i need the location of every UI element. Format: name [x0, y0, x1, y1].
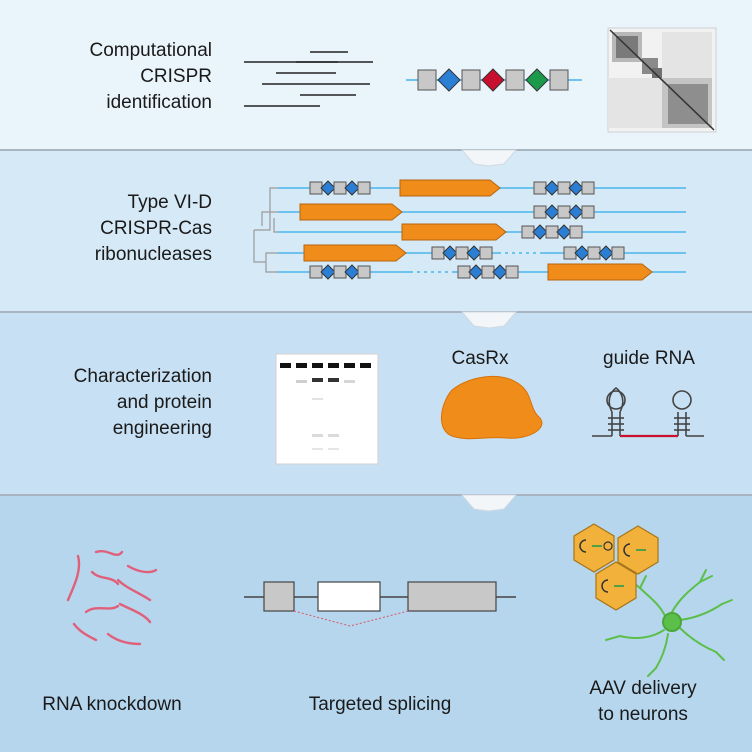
- label-line: Targeted splicing: [308, 694, 452, 715]
- spacer-diamond-red: [481, 68, 505, 92]
- label-line: identification: [106, 92, 212, 113]
- gel-image: [275, 353, 379, 465]
- flow-arrow-2: [460, 311, 518, 329]
- app-label-splicing: Targeted splicing: [282, 692, 478, 718]
- label-line: Computational: [89, 40, 212, 61]
- casrx-protein-blob: [441, 376, 543, 440]
- guide-rna-structure: [592, 387, 704, 438]
- label-line: Characterization: [73, 366, 212, 387]
- sequence-reads: [244, 51, 373, 107]
- spacer-diamond-blue: [437, 68, 461, 92]
- crispr-array: [406, 68, 582, 92]
- label-line: AAV delivery: [589, 678, 697, 699]
- neuron-icon: [605, 569, 733, 677]
- flow-arrow-3: [460, 494, 518, 512]
- exon-3: [407, 581, 497, 612]
- cas-gene: [399, 179, 501, 197]
- app-label-knockdown: RNA knockdown: [14, 692, 210, 718]
- locus-row-5: [278, 263, 686, 281]
- label-line: CRISPR: [140, 66, 212, 87]
- casrx-label: CasRx: [451, 348, 509, 369]
- splicing-diagram: [244, 581, 516, 627]
- similarity-matrix: [607, 27, 717, 133]
- locus-row-4: [278, 244, 686, 262]
- step-label-identification: Computational CRISPR identification: [20, 38, 212, 116]
- guide-rna-label: guide RNA: [603, 348, 695, 369]
- label-line: ribonucleases: [94, 244, 212, 265]
- aav-capsid-3: [595, 561, 637, 611]
- label-line: CRISPR-Cas: [100, 218, 212, 239]
- locus-row-2: [278, 203, 686, 221]
- aav-capsid-2: [617, 525, 659, 575]
- locus-row-1: [278, 179, 686, 197]
- step-label-engineering: Characterization and protein engineering: [20, 364, 212, 442]
- exon-1: [263, 581, 295, 612]
- spacer-diamond-green: [525, 68, 549, 92]
- phylo-tree: [253, 187, 286, 273]
- flow-arrow-1: [460, 149, 518, 167]
- aav-capsid-1: [573, 523, 615, 573]
- locus-row-3: [278, 223, 686, 241]
- splice-junction: [293, 610, 409, 627]
- rna-fragments: [66, 549, 158, 646]
- app-label-aav: AAV delivery to neurons: [552, 676, 734, 728]
- label-line: RNA knockdown: [42, 694, 182, 715]
- step-label-ribonucleases: Type VI-D CRISPR-Cas ribonucleases: [20, 190, 212, 268]
- skipped-exon: [317, 581, 381, 612]
- label-line: to neurons: [598, 704, 688, 725]
- label-line: engineering: [112, 418, 212, 439]
- label-line: Type VI-D: [127, 192, 212, 213]
- label-line: and protein: [116, 392, 212, 413]
